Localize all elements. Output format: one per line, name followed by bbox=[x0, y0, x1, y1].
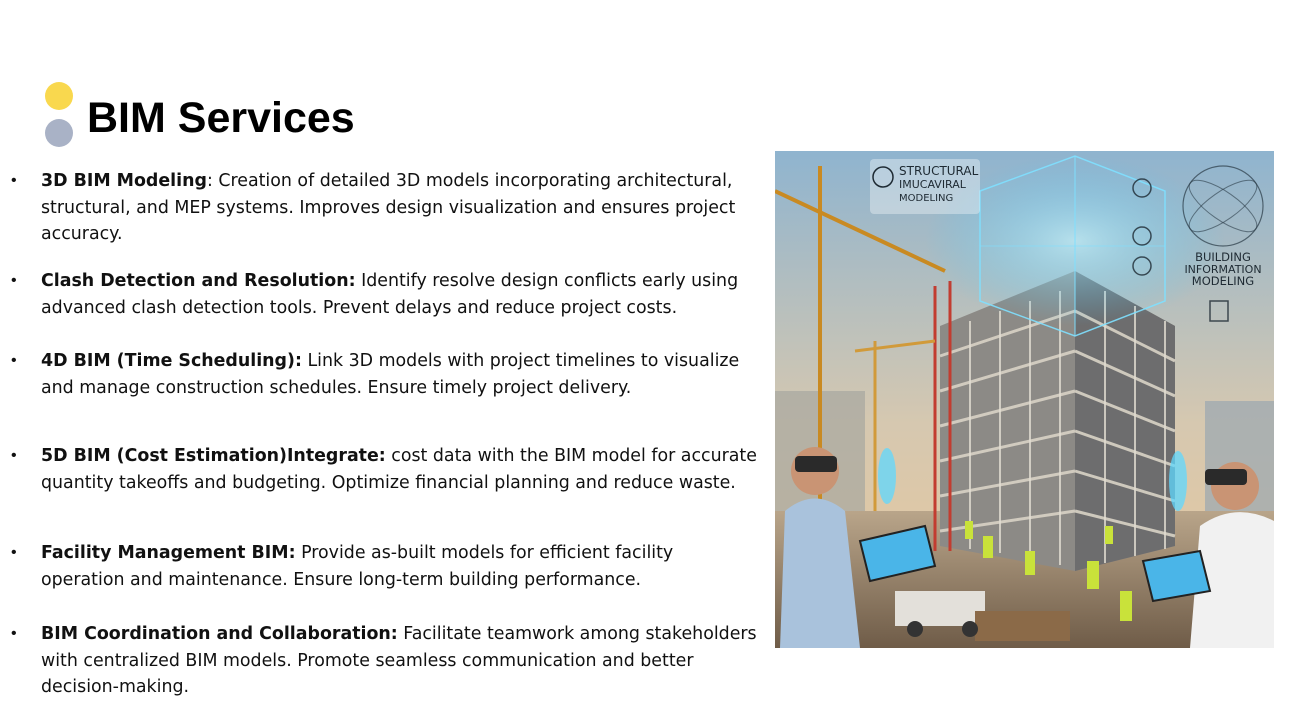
gray-dot-icon bbox=[45, 119, 73, 147]
service-separator: : bbox=[206, 171, 219, 191]
yellow-dot-icon bbox=[45, 82, 73, 110]
service-item-bim-coordination: • BIM Coordination and Collaboration: Fa… bbox=[11, 621, 761, 701]
title-decoration bbox=[45, 82, 73, 150]
service-item-clash-detection: • Clash Detection and Resolution: Identi… bbox=[11, 268, 761, 321]
hud-icons-column bbox=[1132, 178, 1229, 322]
construction-site-illustration: STRUCTURAL IMUCAVIRAL MODELING BUILDING … bbox=[775, 151, 1274, 648]
hud-label-structural: STRUCTURAL IMUCAVIRAL MODELING bbox=[870, 159, 980, 214]
service-item-facility-management: • Facility Management BIM: Provide as-bu… bbox=[11, 540, 761, 593]
holographic-model-overlay bbox=[925, 155, 1225, 337]
person-left-with-tablet bbox=[780, 447, 937, 648]
crane-middle bbox=[854, 339, 936, 511]
hud-text-line: INFORMATION bbox=[1184, 263, 1261, 276]
bullet-icon: • bbox=[11, 625, 17, 642]
hud-icon bbox=[1132, 226, 1152, 246]
tablet-icon bbox=[1141, 549, 1212, 603]
service-description: Facilitate teamwork among stakeholders w… bbox=[41, 624, 757, 697]
bullet-icon: • bbox=[11, 447, 17, 464]
bullet-icon: • bbox=[11, 172, 17, 189]
service-description: cost data with the BIM model for accurat… bbox=[41, 446, 757, 493]
service-name: 3D BIM Modeling bbox=[41, 171, 207, 191]
service-name: Clash Detection and Resolution: bbox=[41, 271, 356, 291]
service-name: Facility Management BIM: bbox=[41, 543, 296, 563]
hud-circle-icon bbox=[872, 166, 894, 188]
hud-text-line: BUILDING bbox=[1195, 250, 1251, 264]
hud-text-line: IMUCAVIRAL bbox=[899, 178, 967, 191]
person-right-with-tablet bbox=[1141, 462, 1274, 648]
bullet-icon: • bbox=[11, 352, 17, 369]
service-description: Creation of detailed 3D models incorpora… bbox=[41, 171, 736, 244]
hologram-figures bbox=[878, 448, 1187, 511]
hud-icon bbox=[1132, 178, 1152, 198]
service-name: BIM Coordination and Collaboration: bbox=[41, 624, 398, 644]
vr-headset-icon bbox=[1205, 469, 1247, 485]
service-name: 5D BIM (Cost Estimation)Integrate: bbox=[41, 446, 386, 466]
bullet-icon: • bbox=[11, 272, 17, 289]
service-item-4d-bim: • 4D BIM (Time Scheduling): Link 3D mode… bbox=[11, 348, 761, 401]
vr-headset-icon bbox=[795, 456, 837, 472]
page-title: BIM Services bbox=[87, 94, 355, 142]
service-item-5d-bim: • 5D BIM (Cost Estimation)Integrate: cos… bbox=[11, 443, 761, 496]
service-name: 4D BIM (Time Scheduling): bbox=[41, 351, 302, 371]
bullet-icon: • bbox=[11, 544, 17, 561]
truck-and-materials bbox=[895, 591, 1070, 641]
hud-icon bbox=[1209, 300, 1229, 322]
hud-text-line: STRUCTURAL bbox=[899, 164, 979, 178]
service-description: Provide as-built models for efficient fa… bbox=[41, 543, 674, 590]
hud-label-bim: BUILDING INFORMATION MODELING bbox=[1182, 165, 1264, 288]
workers bbox=[965, 521, 1132, 621]
tablet-icon bbox=[858, 524, 937, 583]
service-description: Link 3D models with project timelines to… bbox=[41, 351, 740, 398]
building-under-construction bbox=[933, 271, 1176, 571]
hud-icon bbox=[1132, 256, 1152, 276]
service-item-3d-bim-modeling: • 3D BIM Modeling: Creation of detailed … bbox=[11, 168, 761, 248]
hud-text-line: MODELING bbox=[1192, 274, 1254, 288]
service-description: Identify resolve design conflicts early … bbox=[41, 271, 739, 318]
services-list: • 3D BIM Modeling: Creation of detailed … bbox=[11, 168, 761, 701]
atom-icon bbox=[1182, 165, 1264, 247]
hud-text-line: MODELING bbox=[899, 193, 953, 204]
construction-scene-svg: STRUCTURAL IMUCAVIRAL MODELING BUILDING … bbox=[775, 151, 1274, 648]
